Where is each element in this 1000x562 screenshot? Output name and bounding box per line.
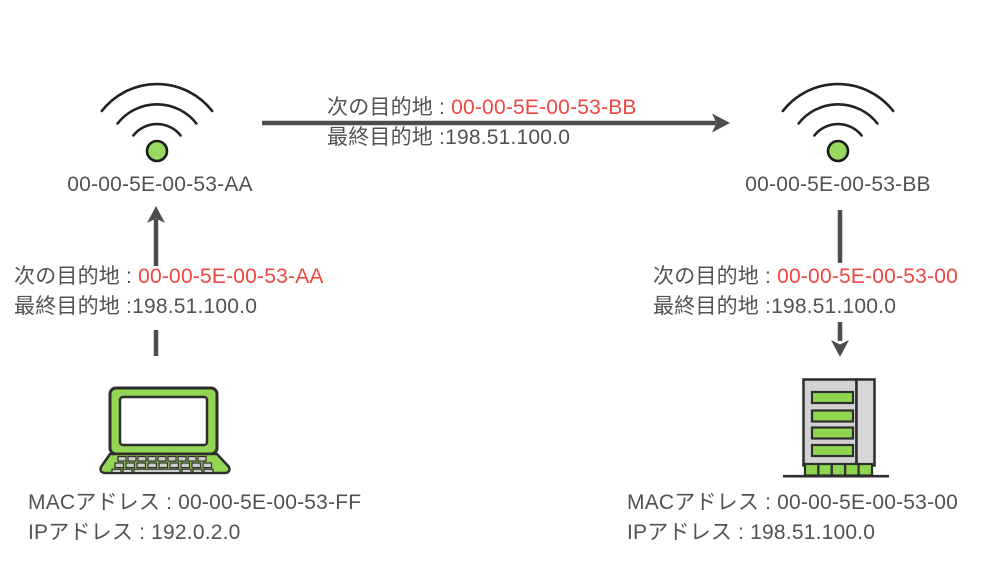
next-destination-mac: 00-00-5E-00-53-00 bbox=[777, 265, 958, 288]
final-destination-line: 最終目的地 :198.51.100.0 bbox=[327, 123, 637, 153]
ip-address-prefix: IPアドレス : bbox=[627, 521, 751, 544]
final-destination-ip: 198.51.100.0 bbox=[445, 126, 571, 149]
building-address-block: MACアドレス : 00-00-5E-00-53-00 IPアドレス : 198… bbox=[627, 488, 958, 548]
building-icon bbox=[783, 378, 889, 478]
laptop-mac-line: MACアドレス : 00-00-5E-00-53-FF bbox=[28, 488, 361, 518]
mac-address-value: 00-00-5E-00-53-00 bbox=[777, 491, 959, 514]
building-ip-line: IPアドレス : 198.51.100.0 bbox=[627, 518, 958, 548]
next-destination-prefix: 次の目的地 : bbox=[653, 265, 778, 288]
next-destination-mac: 00-00-5E-00-53-AA bbox=[138, 265, 324, 288]
laptop-address-block: MACアドレス : 00-00-5E-00-53-FF IPアドレス : 192… bbox=[28, 488, 361, 548]
next-destination-prefix: 次の目的地 : bbox=[14, 265, 139, 288]
mac-address-value: 00-00-5E-00-53-FF bbox=[178, 491, 362, 514]
wifi-ap-right-icon bbox=[781, 82, 895, 163]
mac-address-prefix: MACアドレス : bbox=[627, 491, 778, 514]
final-destination-prefix: 最終目的地 : bbox=[653, 295, 772, 318]
final-destination-line: 最終目的地 :198.51.100.0 bbox=[653, 292, 958, 322]
final-destination-ip: 198.51.100.0 bbox=[132, 295, 258, 318]
laptop-ip-line: IPアドレス : 192.0.2.0 bbox=[28, 518, 361, 548]
next-destination-line: 次の目的地 : 00-00-5E-00-53-BB bbox=[327, 93, 637, 123]
building-mac-line: MACアドレス : 00-00-5E-00-53-00 bbox=[627, 488, 958, 518]
next-destination-line: 次の目的地 : 00-00-5E-00-53-00 bbox=[653, 262, 958, 292]
ap-left-mac-label: 00-00-5E-00-53-AA bbox=[67, 173, 253, 196]
final-destination-ip: 198.51.100.0 bbox=[771, 295, 897, 318]
wifi-ap-left-icon bbox=[100, 82, 214, 163]
hop-label-ap-to-server: 次の目的地 : 00-00-5E-00-53-00 最終目的地 :198.51.… bbox=[653, 262, 958, 322]
final-destination-prefix: 最終目的地 : bbox=[14, 295, 133, 318]
laptop-icon bbox=[99, 386, 231, 475]
final-destination-prefix: 最終目的地 : bbox=[327, 126, 446, 149]
final-destination-line: 最終目的地 :198.51.100.0 bbox=[14, 292, 324, 322]
ip-address-value: 198.51.100.0 bbox=[750, 521, 876, 544]
arrow-right-icon bbox=[262, 113, 730, 133]
hop-label-laptop-to-ap: 次の目的地 : 00-00-5E-00-53-AA 最終目的地 :198.51.… bbox=[14, 262, 324, 322]
next-destination-line: 次の目的地 : 00-00-5E-00-53-AA bbox=[14, 262, 324, 292]
ap-right-mac-label: 00-00-5E-00-53-BB bbox=[745, 173, 931, 196]
next-destination-prefix: 次の目的地 : bbox=[327, 96, 452, 119]
next-destination-mac: 00-00-5E-00-53-BB bbox=[451, 96, 637, 119]
ip-address-value: 192.0.2.0 bbox=[151, 521, 241, 544]
ip-address-prefix: IPアドレス : bbox=[28, 521, 152, 544]
arrow-up-icon bbox=[147, 206, 165, 356]
hop-label-ap-to-ap: 次の目的地 : 00-00-5E-00-53-BB 最終目的地 :198.51.… bbox=[327, 93, 637, 153]
arrow-down-icon bbox=[831, 210, 849, 357]
mac-address-prefix: MACアドレス : bbox=[28, 491, 179, 514]
